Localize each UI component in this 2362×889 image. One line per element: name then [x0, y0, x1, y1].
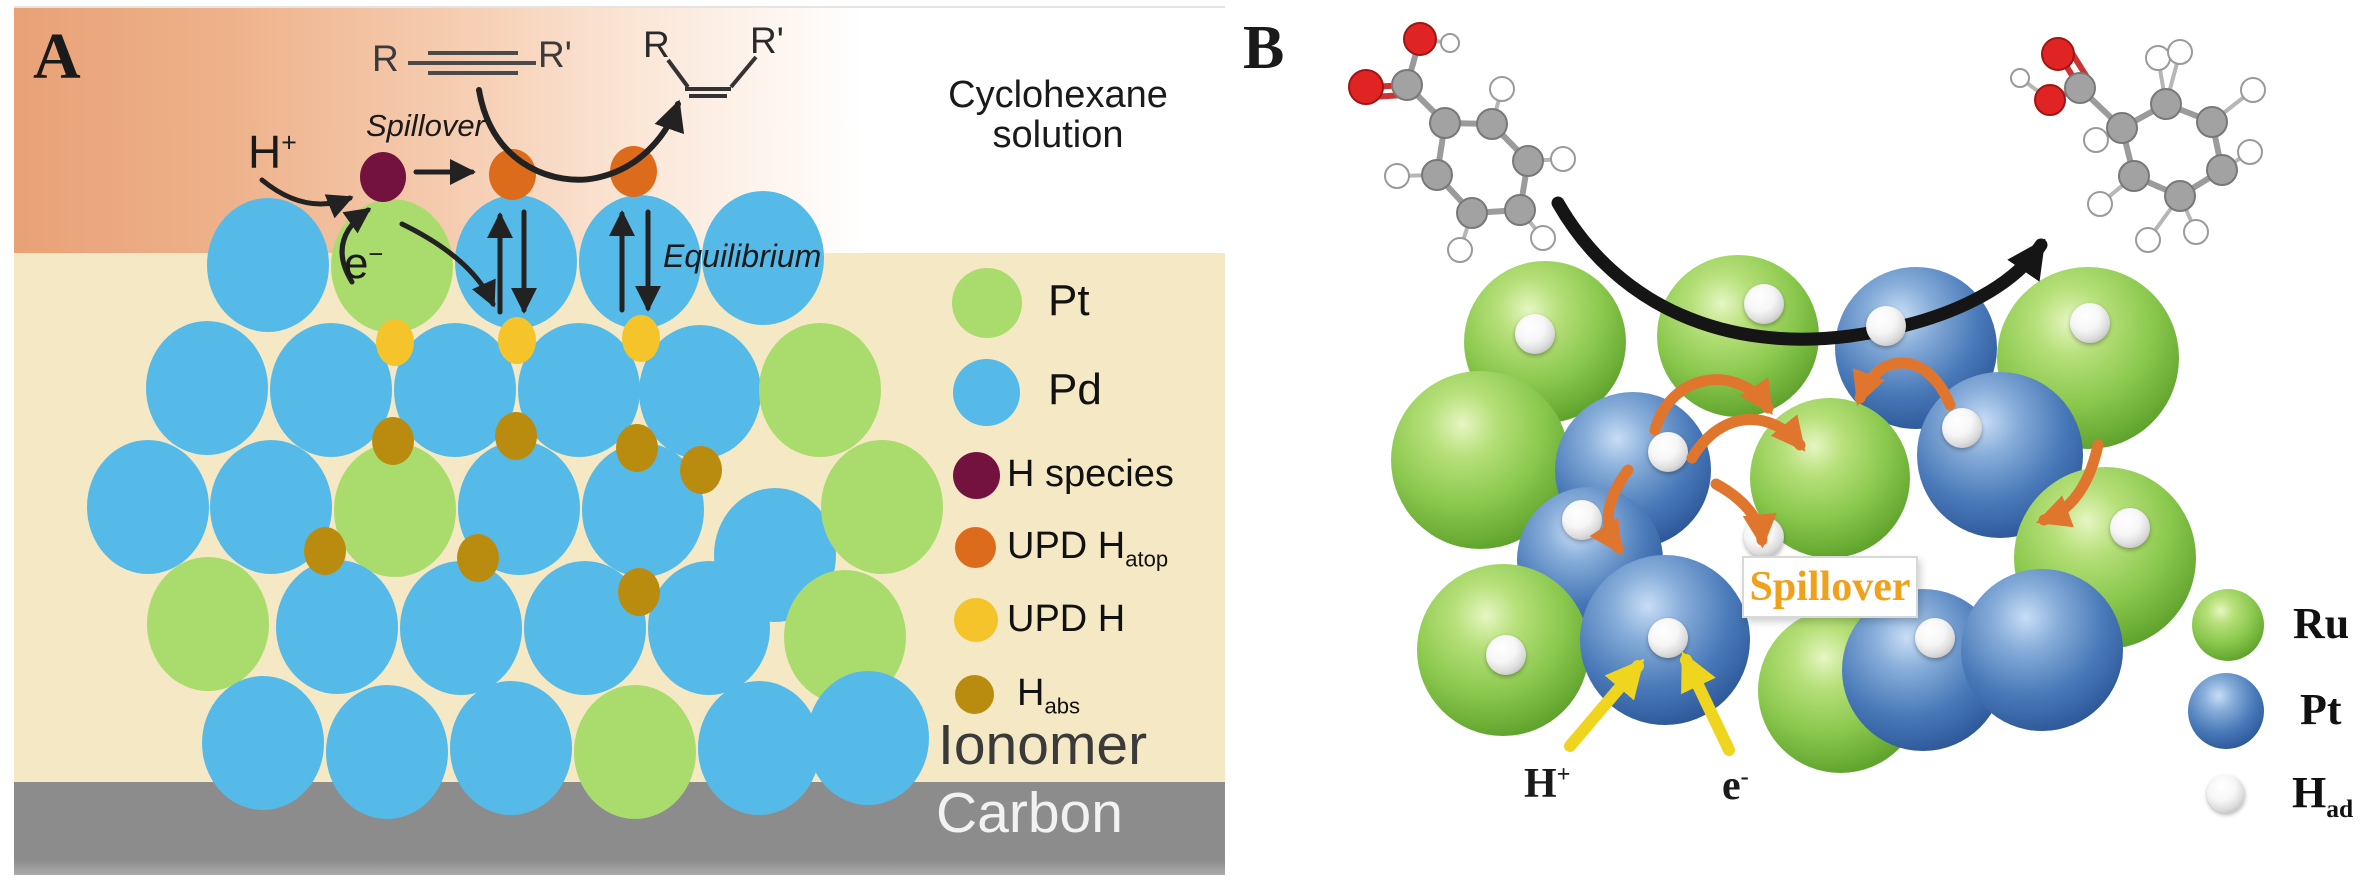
proton-arrow-b — [1564, 658, 1645, 752]
h-ad-dot — [1942, 408, 1982, 448]
alkyne-r-label: R — [372, 38, 399, 79]
legend-b-label-had: Had — [2292, 768, 2354, 823]
ionomer-label: Ionomer — [938, 713, 1148, 777]
legend-b-dot-had — [2207, 775, 2245, 813]
spillover-arrow — [1853, 357, 1956, 411]
alkene-rprime-label: R' — [750, 20, 784, 61]
h-ad-dot — [1915, 618, 1955, 658]
legend-b-label-ru: Ru — [2293, 599, 2350, 648]
spillover-callout: Spillover — [1742, 556, 1918, 618]
h-ad-dot — [1866, 306, 1906, 346]
ru-atom — [1657, 255, 1819, 417]
ru-atom — [1417, 564, 1589, 736]
carbon-label: Carbon — [936, 781, 1123, 845]
spillover-label-a: Spillover — [366, 108, 485, 143]
ru-atom — [1464, 261, 1626, 423]
reaction-arc — [1551, 196, 2048, 346]
benzoic-acid-molecule — [1348, 22, 1576, 263]
panel-a-label: A — [33, 20, 81, 93]
h-ad-dot — [1648, 432, 1688, 472]
ru-atom — [2014, 467, 2196, 649]
alkene-r-label: R — [643, 24, 670, 65]
electron-label-a: e− — [344, 239, 384, 288]
ionomer-region — [14, 253, 1225, 782]
spillover-arrow — [1589, 464, 1634, 556]
spillover-arrow — [1649, 374, 1774, 436]
ru-atom — [1750, 398, 1910, 558]
proton-label-a: H+ — [248, 126, 297, 178]
alkyne-rprime-label: R' — [538, 34, 572, 75]
h-ad-dot — [2110, 508, 2150, 548]
spillover-arrow — [1686, 414, 1806, 464]
h-ad-dot — [1744, 517, 1784, 557]
legend-b-dot-ru — [2192, 589, 2264, 661]
electron-label-b: e- — [1722, 763, 1749, 809]
pt-atom-b — [1517, 487, 1663, 633]
legend-b-label-pt: Pt — [2300, 685, 2342, 734]
h-ad-dot — [1744, 284, 1784, 324]
spillover-label-b: Spillover — [1749, 564, 1911, 610]
proton-label-b: H+ — [1524, 761, 1571, 807]
pt-atom-b — [1580, 555, 1750, 725]
h-ad-dot — [1648, 618, 1688, 658]
ru-atom — [1391, 371, 1569, 549]
h-ad-dot — [1515, 314, 1555, 354]
h-ad-dot — [2070, 303, 2110, 343]
h-ad-dot — [1562, 500, 1602, 540]
equilibrium-label: Equilibrium — [663, 238, 822, 274]
electron-arrow-b — [1680, 651, 1735, 756]
panel-b-label: B — [1243, 14, 1285, 82]
ru-atom — [1997, 267, 2179, 449]
pt-atom-b — [1835, 267, 1997, 429]
pt-atom-b — [1961, 569, 2123, 731]
spillover-arrow — [1710, 478, 1777, 549]
pt-atom-b — [1555, 392, 1711, 548]
pt-atom-b — [1917, 372, 2083, 538]
cyclohexane-carboxylic-acid-molecule — [2010, 37, 2266, 253]
legend-b-dot-pt — [2188, 673, 2264, 749]
ru-atom — [1757, 607, 1923, 773]
h-ad-dot — [1486, 635, 1526, 675]
spillover-arrow — [2035, 439, 2104, 528]
